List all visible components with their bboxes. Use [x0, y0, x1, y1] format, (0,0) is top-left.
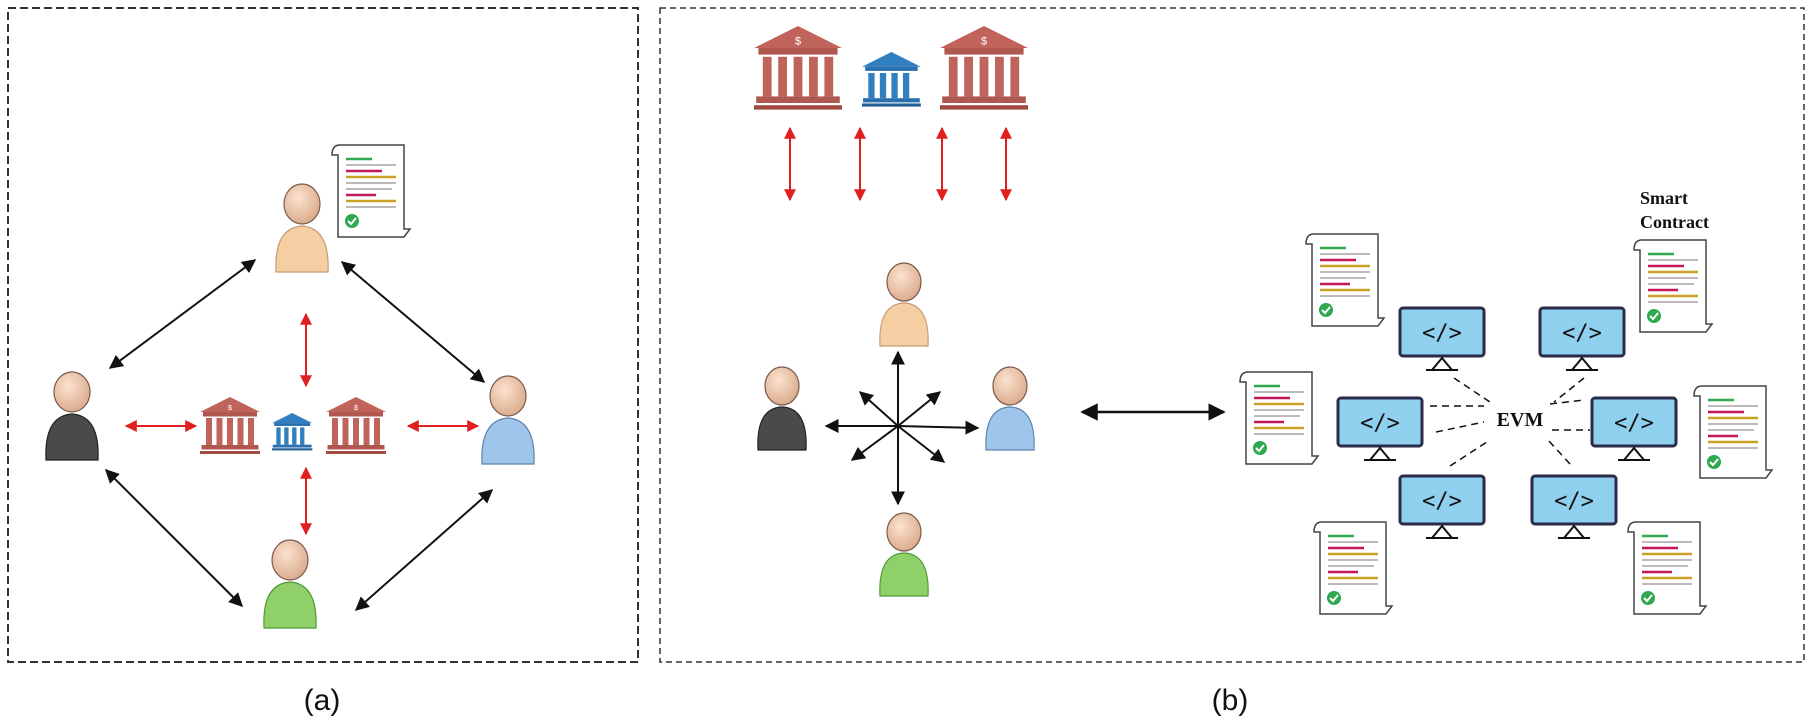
user-icon-bottom — [879, 512, 929, 597]
user-icon-right — [985, 366, 1035, 451]
user-icon-top — [275, 183, 329, 273]
user-icon-left — [757, 366, 807, 451]
arrow-bottom-right — [354, 489, 494, 611]
contract-document-icon — [1304, 232, 1386, 328]
smart-contract-label-line1: Smart — [1640, 188, 1688, 208]
contract-document-icon — [330, 143, 412, 239]
panel-a — [45, 143, 535, 629]
evm-node-monitor — [1538, 306, 1626, 372]
arrow-top-right — [340, 261, 486, 383]
central-bank-icon — [862, 52, 921, 107]
evm-node-monitor — [1398, 474, 1486, 540]
contract-document-icon — [1632, 238, 1714, 334]
contract-document-icon — [1312, 520, 1394, 616]
arrow-top-left — [108, 259, 257, 369]
user-icon-bottom — [263, 539, 317, 629]
bank-icon — [326, 397, 386, 454]
bank-icon — [754, 26, 842, 110]
contract-document-icon — [1692, 384, 1774, 480]
arrow-bottom-left — [105, 469, 243, 607]
contract-document-icon — [1626, 520, 1708, 616]
bank-icon — [200, 397, 260, 454]
panel-b-border — [659, 7, 1805, 663]
smart-contract-label-line2: Contract — [1640, 212, 1709, 232]
central-bank-icon — [272, 413, 313, 451]
panel-a-border — [7, 7, 639, 663]
panel-b: EVM Smart Contract — [754, 26, 1774, 616]
caption-a: (a) — [304, 684, 341, 717]
evm-label: EVM — [1497, 409, 1544, 431]
evm-node-monitor — [1398, 306, 1486, 372]
evm-node-monitor — [1530, 474, 1618, 540]
user-icon-top — [879, 262, 929, 347]
user-icon-left — [45, 371, 99, 461]
evm-dashed-links — [1430, 377, 1590, 467]
contract-document-icon — [1238, 370, 1320, 466]
bank-icon — [940, 26, 1028, 110]
user-icon-right — [481, 375, 535, 465]
evm-node-monitor — [1336, 396, 1424, 462]
caption-b: (b) — [1212, 684, 1249, 717]
star-arrows — [824, 350, 980, 506]
evm-node-monitor — [1590, 396, 1678, 462]
